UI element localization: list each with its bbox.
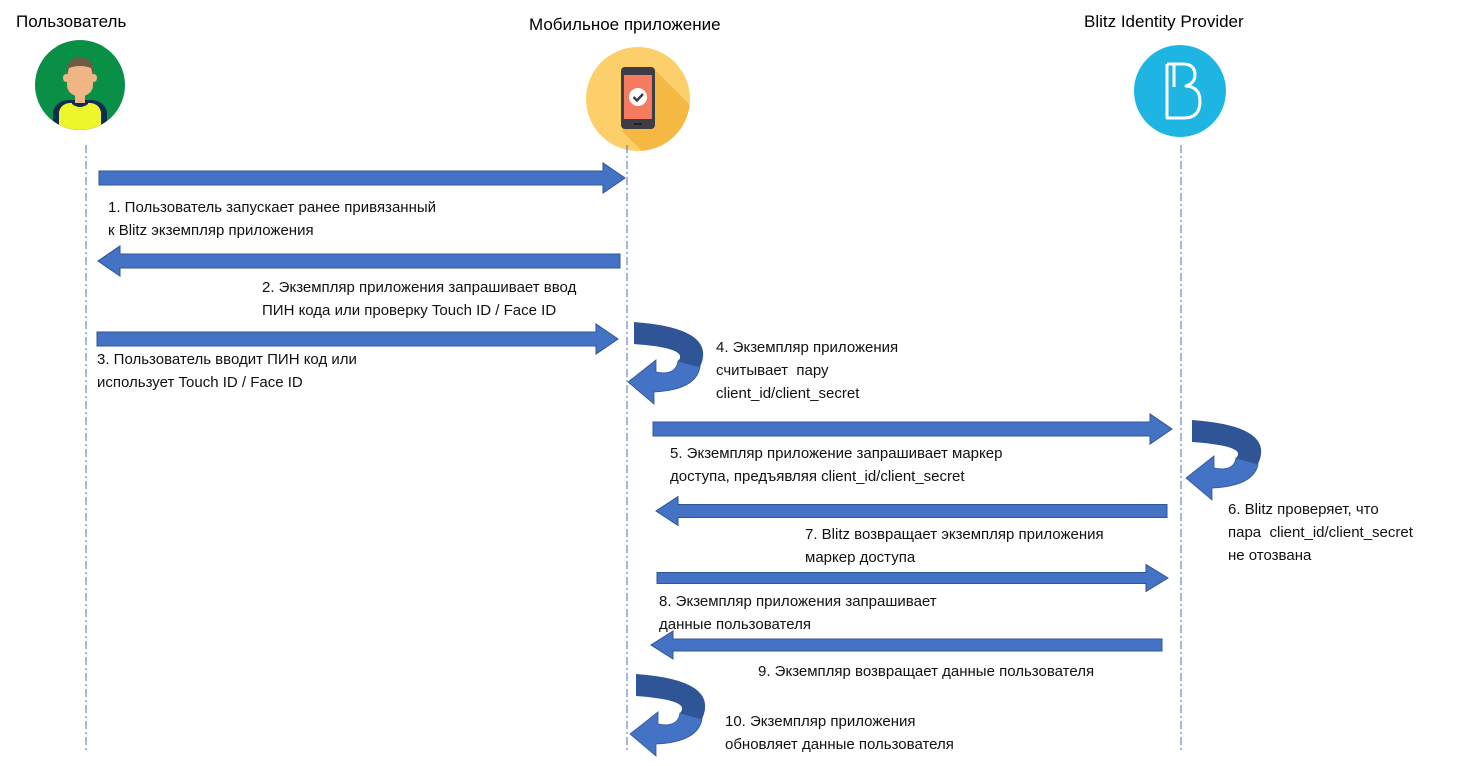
actor-title-user: Пользователь: [16, 12, 127, 31]
step-label-5: 5. Экземпляр приложение запрашивает марк…: [670, 445, 1003, 485]
message-arrow-step-9: [650, 630, 1163, 660]
self-arrow-step-4: [627, 322, 704, 405]
step-label-2: 2. Экземпляр приложения запрашивает ввод…: [262, 279, 577, 319]
user-avatar-icon: [35, 40, 125, 130]
step-label-9: 9. Экземпляр возвращает данные пользоват…: [758, 663, 1095, 680]
self-arrow-step-6: [1185, 420, 1262, 501]
message-arrow-step-1: [98, 162, 626, 194]
self-arrow-step-10: [629, 674, 706, 757]
step-label-4: 4. Экземпляр приложения считывает пару c…: [716, 339, 899, 402]
step-label-10: 10. Экземпляр приложения обновляет данны…: [725, 713, 954, 753]
actor-title-app: Мобильное приложение: [529, 15, 721, 34]
blitz-logo-icon: [1134, 45, 1226, 137]
message-arrow-step-5: [652, 413, 1173, 445]
actor-title-idp: Blitz Identity Provider: [1084, 12, 1244, 31]
step-label-1: 1. Пользователь запускает ранее привязан…: [108, 199, 437, 239]
message-arrow-step-8: [656, 563, 1169, 593]
smartphone-check-icon: [586, 47, 690, 151]
step-label-3: 3. Пользователь вводит ПИН код или испол…: [97, 351, 357, 391]
step-label-7: 7. Blitz возвращает экземпляр приложения…: [805, 526, 1104, 566]
message-arrow-step-2: [97, 245, 621, 277]
message-arrow-step-7: [655, 495, 1168, 527]
step-label-8: 8. Экземпляр приложения запрашивает данн…: [659, 593, 937, 633]
step-label-6: 6. Blitz проверяет, что пара client_id/c…: [1228, 501, 1413, 564]
message-arrow-step-3: [96, 323, 619, 355]
